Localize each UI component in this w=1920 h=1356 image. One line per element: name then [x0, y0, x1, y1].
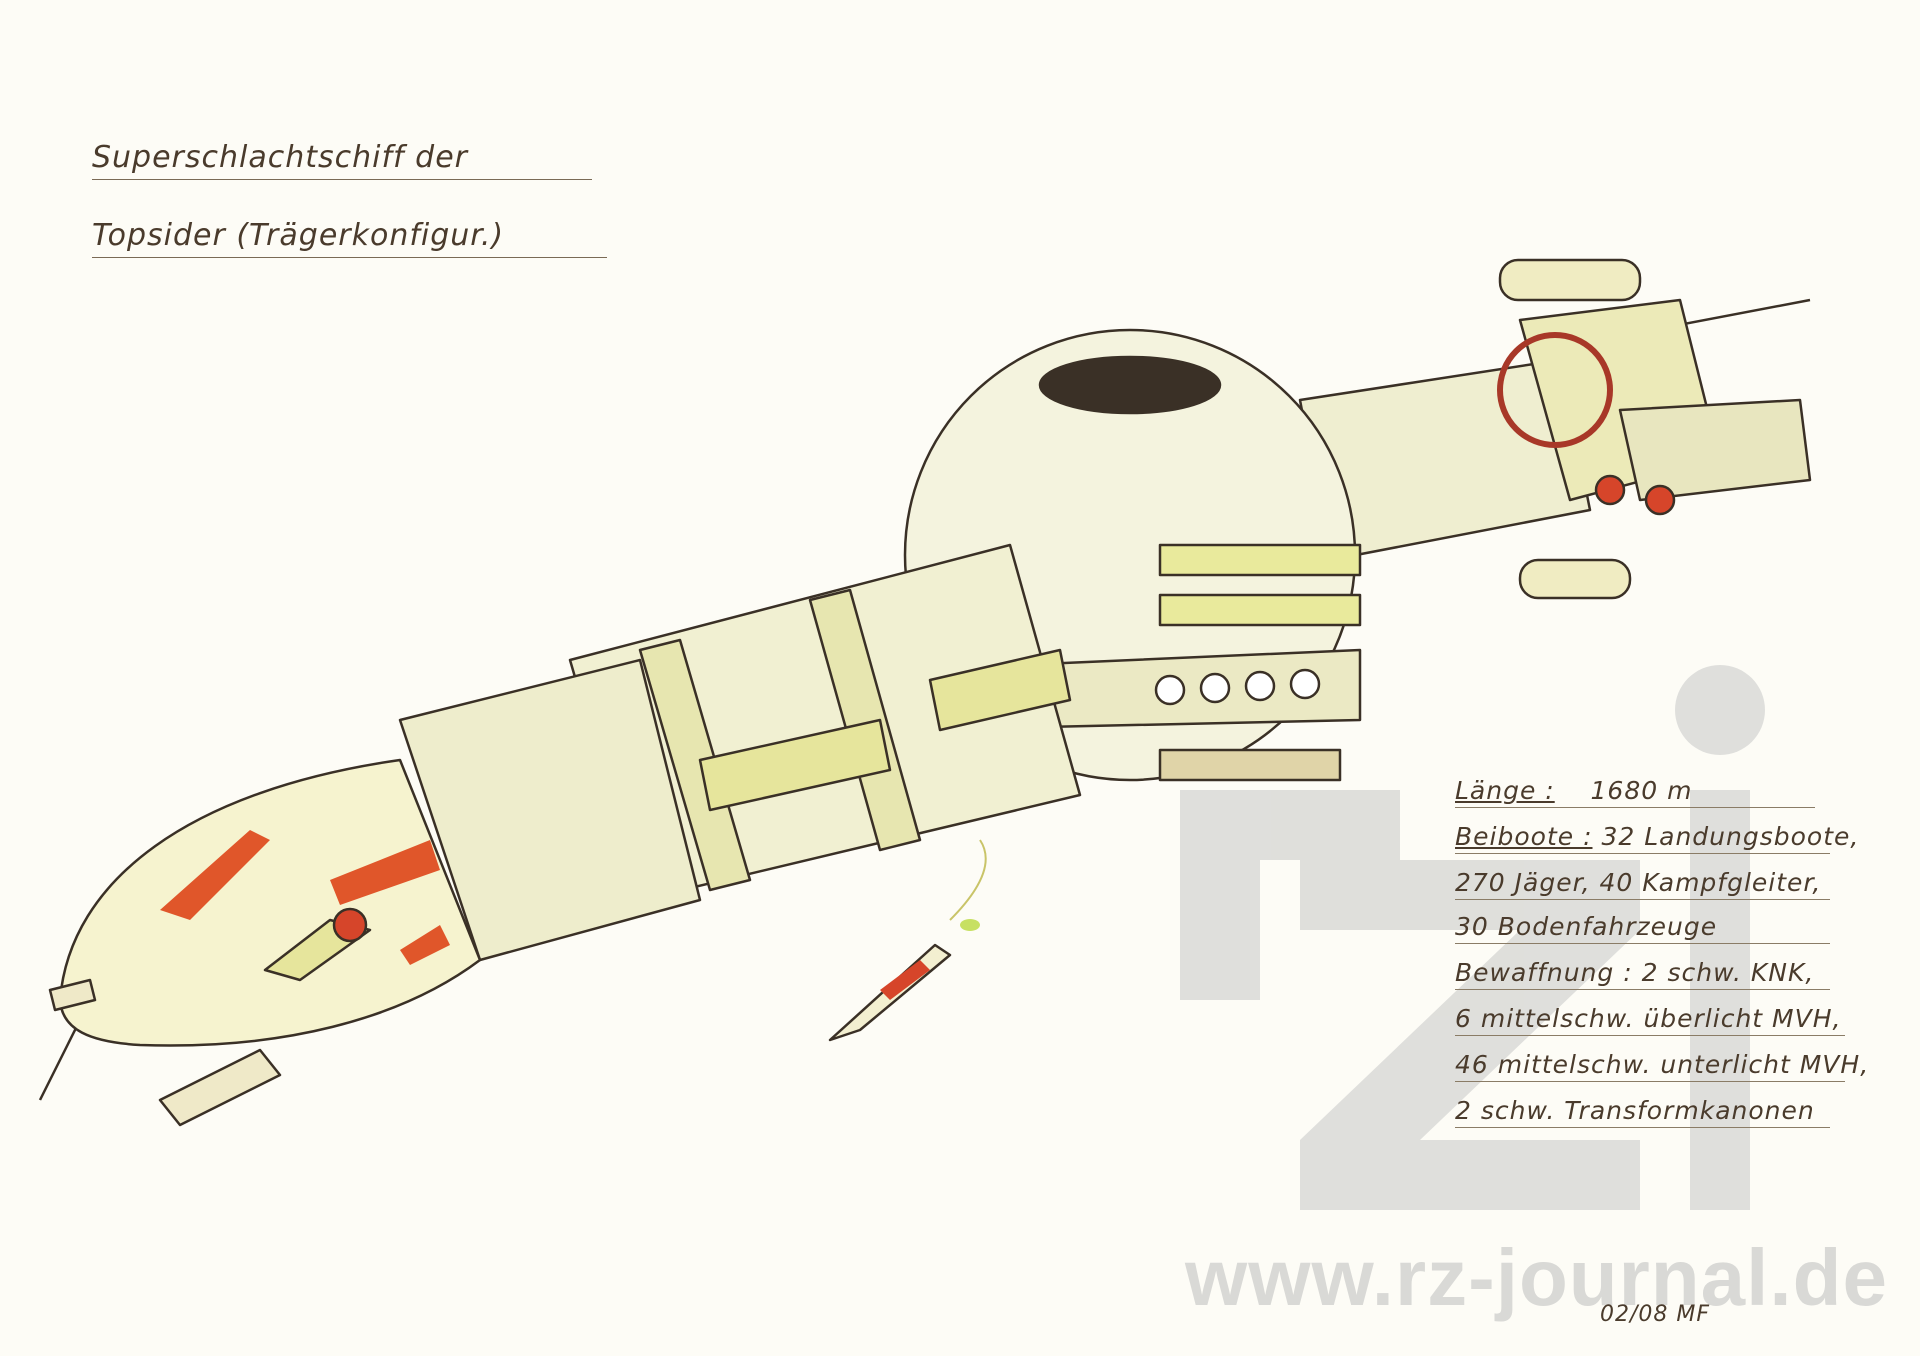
- spec-length-line: Länge : 1680 m: [1455, 776, 1815, 808]
- bow-section: [58, 758, 482, 1047]
- spec-auxiliary-line: Beiboote : 32 Landungsboote,: [1455, 822, 1858, 854]
- watermark-r-shape: [1180, 790, 1400, 1000]
- lower-engine-pod: [1518, 558, 1632, 600]
- bow-eye: [332, 907, 368, 943]
- bow-cannon-2: [48, 978, 97, 1012]
- spec-auxiliary-value-1: 32 Landungsboote,: [1601, 822, 1860, 851]
- spec-auxiliary-value-2: 270 Jäger, 40 Kampfgleiter,: [1455, 868, 1830, 900]
- spec-auxiliary-value-3: 30 Bodenfahrzeuge: [1455, 912, 1830, 944]
- fighter-trail: [949, 839, 987, 921]
- spec-armament-value-4: 2 schw. Transformkanonen: [1455, 1096, 1830, 1128]
- spec-armament-value-3: 46 mittelschw. unterlicht MVH,: [1455, 1050, 1868, 1082]
- engine-ring: [1497, 332, 1613, 448]
- bow-stripe-1: [160, 830, 270, 920]
- spec-armament-line: Bewaffnung : 2 schw. KNK,: [1455, 958, 1830, 990]
- fighter-stripe: [880, 960, 930, 1000]
- sphere-top-hatch: [1038, 355, 1222, 415]
- bow-cannon-1: [158, 1048, 282, 1127]
- drawing-title-line-1: Superschlachtschiff der: [92, 140, 592, 180]
- watermark-i-stem: [1690, 790, 1750, 1210]
- hull-vent-2: [928, 648, 1072, 732]
- sphere-stripe-3: [1158, 748, 1342, 782]
- sphere-stripe-2: [1158, 593, 1362, 627]
- artist-signature: 02/08 MF: [1600, 1302, 1711, 1327]
- drawing-title-line-2: Topsider (Trägerkonfigur.): [92, 218, 607, 258]
- bow-stripe-3: [400, 925, 450, 965]
- spec-armament-value-2: 6 mittelschw. überlicht MVH,: [1455, 1004, 1845, 1036]
- sphere-portholes: [1154, 668, 1321, 706]
- spec-length-value: 1680 m: [1590, 776, 1693, 805]
- hull-vent-1: [698, 718, 892, 812]
- engine-nozzle: [1594, 474, 1626, 506]
- forward-hull: [398, 658, 702, 962]
- bow-stripe-2: [330, 840, 440, 905]
- spec-armament-value-1: 2 schw. KNK,: [1641, 958, 1815, 987]
- watermark-i-dot: [1675, 665, 1765, 755]
- spec-length-label: Länge :: [1455, 776, 1555, 805]
- fighter-engine-glow: [960, 919, 980, 931]
- watermark-site-text: www.rz-journal.de: [1185, 1233, 1888, 1322]
- sphere-stripe-1: [1158, 543, 1362, 577]
- spec-auxiliary-label: Beiboote :: [1455, 822, 1593, 851]
- engine-wing: [1618, 398, 1812, 502]
- hull-ring-2: [638, 638, 752, 892]
- engine-nozzle-2: [1644, 484, 1676, 516]
- upper-engine-pod: [1498, 258, 1642, 302]
- spec-armament-label: Bewaffnung :: [1455, 958, 1633, 987]
